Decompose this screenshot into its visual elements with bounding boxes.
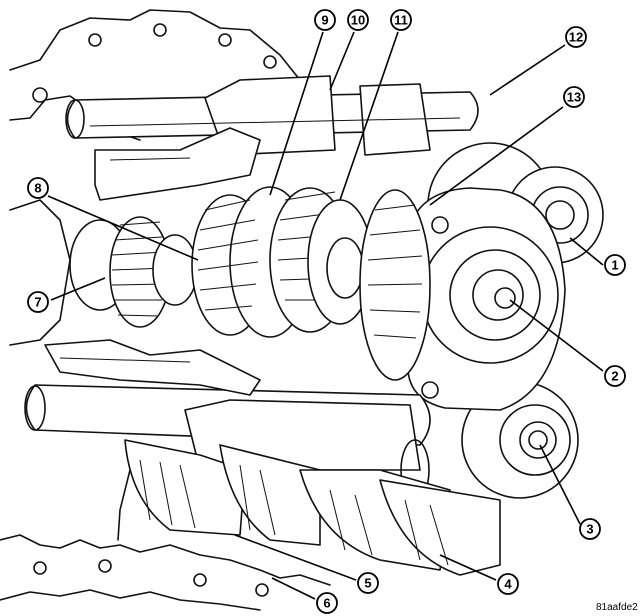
callout-12: 12: [565, 26, 587, 48]
callout-11: 11: [390, 9, 412, 31]
callout-7-label: 7: [34, 295, 41, 310]
callout-4-label: 4: [504, 577, 512, 592]
leader-7: [50, 277, 106, 301]
callout-8: 8: [27, 177, 49, 199]
callout-10: 10: [347, 9, 369, 31]
callout-5-label: 5: [364, 576, 371, 591]
callout-1-label: 1: [611, 258, 618, 273]
leader-6: [271, 577, 316, 600]
callout-6: 6: [316, 592, 338, 614]
leader-5: [234, 534, 357, 581]
callout-12-label: 12: [569, 30, 583, 45]
leader-9: [269, 31, 324, 196]
callout-3-label: 3: [586, 522, 593, 537]
callout-2-label: 2: [611, 369, 618, 384]
leader-4: [439, 554, 497, 581]
callout-13-label: 13: [567, 90, 581, 105]
callout-1: 1: [604, 254, 626, 276]
callout-4: 4: [497, 573, 519, 595]
callout-11-label: 11: [394, 13, 408, 28]
leader-11: [339, 31, 399, 201]
leader-8: [47, 195, 199, 261]
callout-7: 7: [27, 291, 49, 313]
upper-shift-rail: [65, 75, 479, 156]
callout-5: 5: [357, 572, 379, 594]
callout-leaders: [47, 31, 604, 600]
callout-9-label: 9: [321, 13, 328, 28]
leader-2: [509, 299, 604, 372]
callout-6-label: 6: [323, 596, 330, 611]
upper-shift-fork: [94, 127, 261, 201]
callout-13: 13: [563, 86, 585, 108]
mainshaft-gears: [69, 186, 431, 381]
figure-code: 81aafde2: [596, 602, 638, 613]
leader-12: [489, 44, 566, 96]
leader-3: [539, 444, 581, 525]
bottom-plate-outline: [0, 469, 331, 611]
callout-9: 9: [314, 9, 336, 31]
leader-1: [569, 237, 604, 266]
callout-8-label: 8: [34, 181, 41, 196]
countershaft-gears: [124, 439, 501, 576]
callout-2: 2: [604, 365, 626, 387]
leader-10: [329, 31, 355, 91]
lower-shift-fork: [44, 339, 261, 396]
callout-3: 3: [579, 518, 601, 540]
callout-10-label: 10: [351, 13, 365, 28]
leader-13: [429, 106, 564, 206]
bearing-retainer-plate: [407, 187, 566, 411]
